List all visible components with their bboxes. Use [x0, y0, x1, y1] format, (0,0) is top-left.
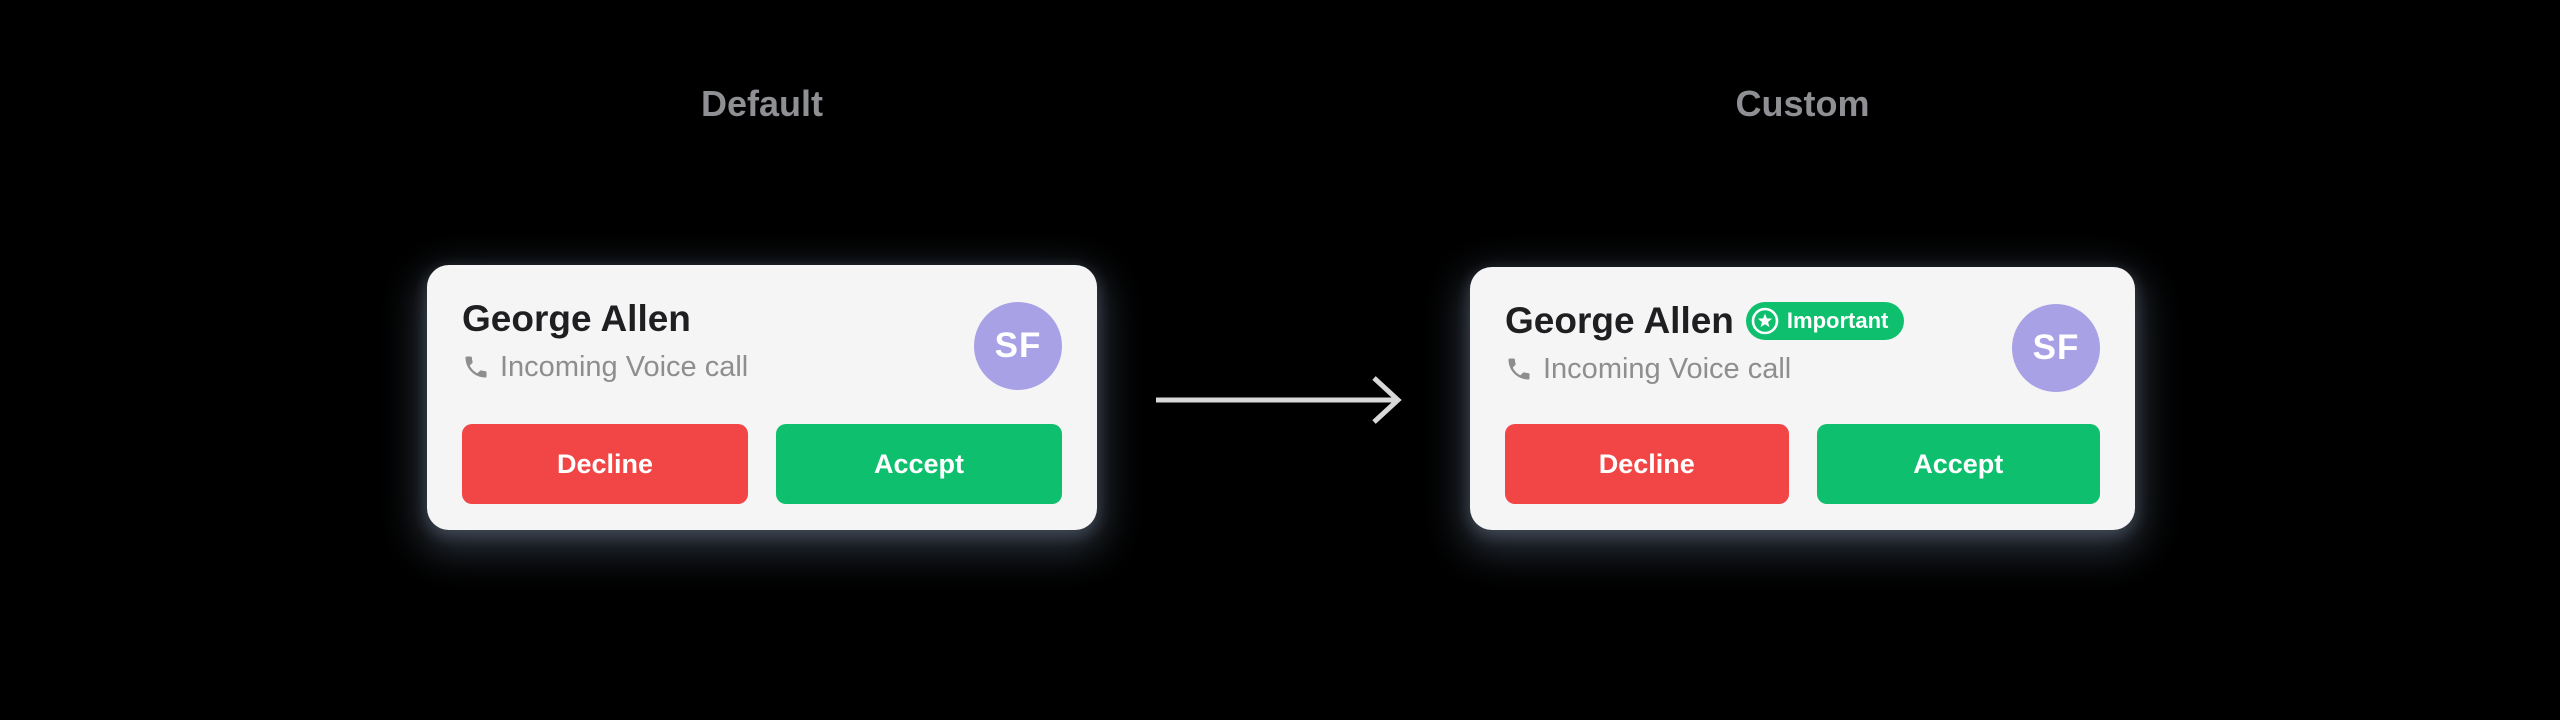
- status-row: Incoming Voice call: [462, 348, 748, 386]
- star-icon: [1751, 307, 1779, 335]
- arrow-right-icon: [1156, 376, 1402, 424]
- section-title-default: Default: [700, 83, 823, 124]
- phone-icon: [462, 353, 490, 381]
- phone-icon: [1505, 355, 1533, 383]
- badge-label: Important: [1786, 307, 1889, 333]
- name-row: George Allen Important: [1505, 299, 1905, 342]
- section-title-custom: Custom: [1735, 83, 1870, 124]
- important-badge: Important: [1745, 301, 1905, 340]
- decline-button[interactable]: Decline: [462, 424, 748, 504]
- call-status-text: Incoming Voice call: [1543, 352, 1792, 385]
- accept-button[interactable]: Accept: [1816, 424, 2100, 504]
- caller-info: George Allen Incoming Voice call: [462, 297, 748, 386]
- call-notification-card-default: George Allen Incoming Voice call SF Decl…: [427, 265, 1097, 530]
- caller-name: George Allen: [462, 298, 691, 339]
- call-actions: Decline Accept: [1505, 424, 2100, 504]
- avatar-initials: SF: [994, 326, 1042, 365]
- card-header: George Allen Important: [1505, 299, 2100, 392]
- call-actions: Decline Accept: [462, 424, 1062, 504]
- avatar-initials: SF: [2032, 328, 2080, 367]
- status-row: Incoming Voice call: [1505, 350, 1904, 388]
- accept-button[interactable]: Accept: [776, 424, 1062, 504]
- avatar: SF: [974, 302, 1062, 390]
- caller-name: George Allen: [1505, 300, 1734, 341]
- decline-button[interactable]: Decline: [1505, 424, 1789, 504]
- avatar: SF: [2012, 304, 2100, 392]
- call-notification-card-custom: George Allen Important: [1470, 267, 2135, 530]
- caller-info: George Allen Important: [1505, 299, 1905, 388]
- call-status-text: Incoming Voice call: [500, 350, 749, 383]
- card-header: George Allen Incoming Voice call SF: [462, 297, 1062, 390]
- name-row: George Allen: [462, 297, 748, 340]
